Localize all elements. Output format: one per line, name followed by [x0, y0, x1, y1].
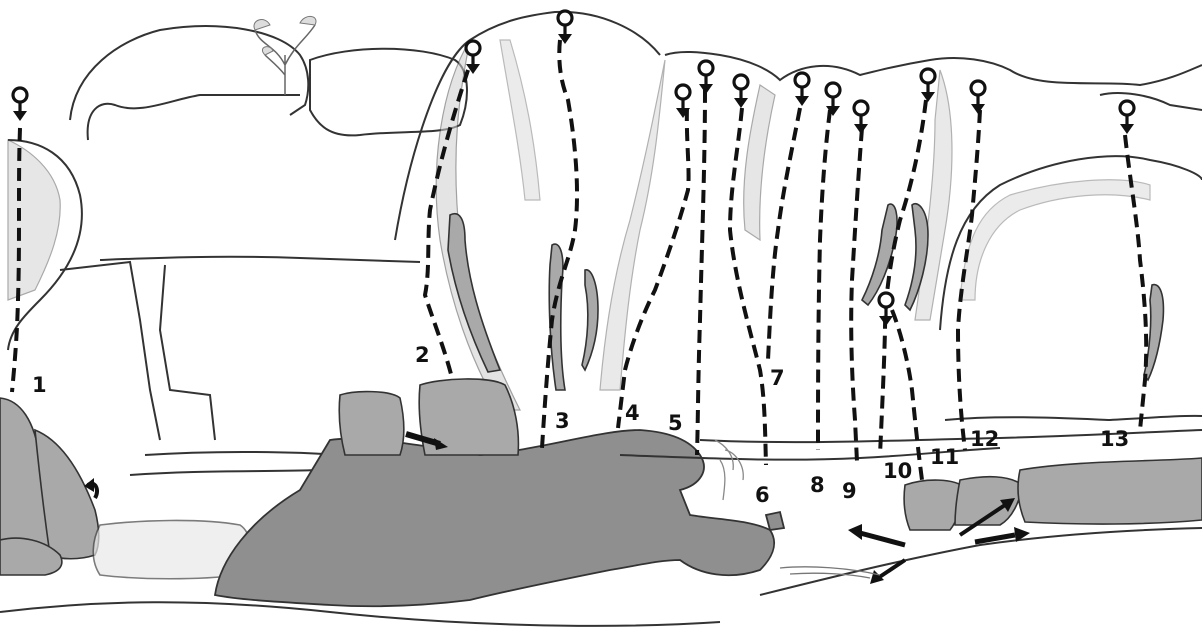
lower-off-anchor-icon [921, 69, 935, 102]
route-line-9 [851, 128, 862, 462]
boulder-small-block [766, 512, 784, 530]
route-number-10: 10 [883, 459, 912, 483]
boulder-block-left-top [339, 392, 404, 455]
route-line-13 [1125, 135, 1146, 430]
rock-shade-pillar-mid [744, 85, 775, 240]
route-number-6: 6 [755, 483, 770, 507]
lower-off-anchor-icon [13, 88, 27, 121]
lower-off-anchor-icon [699, 61, 713, 94]
route-number-8: 8 [810, 473, 825, 497]
lower-off-anchor-icon [795, 73, 809, 106]
ground-sticks [780, 567, 880, 578]
tree-icon [715, 440, 743, 500]
rock-outline-horizontal-break [100, 257, 420, 262]
route-number-3: 3 [555, 409, 570, 433]
lower-off-anchor-icon [879, 293, 893, 326]
rock-shade-right-boulder [960, 180, 1150, 300]
route-number-11: 11 [930, 445, 959, 469]
lower-off-anchor-icon [971, 81, 985, 114]
boulder-central-large [215, 430, 774, 606]
route-line-7 [768, 108, 800, 360]
rock-outline-right-lower [945, 416, 1202, 420]
rock-outline-top-left-ledge [88, 95, 300, 140]
lower-off-anchor-icon [466, 41, 480, 74]
route-number-2: 2 [415, 343, 430, 367]
rock-outline-bottom-ledge-2 [130, 470, 320, 475]
route-number-7: 7 [770, 366, 785, 390]
boulder-right-3 [1018, 458, 1202, 524]
rock-outline-left-square-block [60, 262, 160, 440]
route-line-8 [818, 110, 830, 450]
lower-off-anchor-icon [854, 101, 868, 134]
crack-feature-3 [582, 270, 598, 370]
lower-off-anchor-icon [558, 11, 572, 44]
route-number-4: 4 [625, 401, 640, 425]
route-number-13: 13 [1100, 427, 1129, 451]
rock-shade-buttress-center [500, 40, 540, 200]
rock-outline-top-left-block [70, 26, 308, 120]
crack-feature-4 [862, 204, 897, 305]
lower-off-anchor-icon [734, 75, 748, 108]
rock-outline-mid-left-block [160, 265, 215, 440]
route-number-1: 1 [32, 373, 47, 397]
approach-arrow-icon [848, 524, 905, 545]
tree-icon [254, 16, 316, 95]
route-number-9: 9 [842, 479, 857, 503]
rock-shade-left-cliff [8, 140, 60, 300]
route-line-5 [697, 90, 705, 455]
lower-off-anchor-icon [1120, 101, 1134, 134]
background-rock [8, 12, 1202, 475]
ground-line-right [760, 528, 1202, 595]
route-number-5: 5 [668, 411, 683, 435]
route-number-12: 12 [970, 427, 999, 451]
rock-outline-right-crack [1100, 93, 1202, 110]
foreground-boulders [0, 379, 1202, 626]
rock-outline-bottom-ledge [145, 452, 340, 455]
